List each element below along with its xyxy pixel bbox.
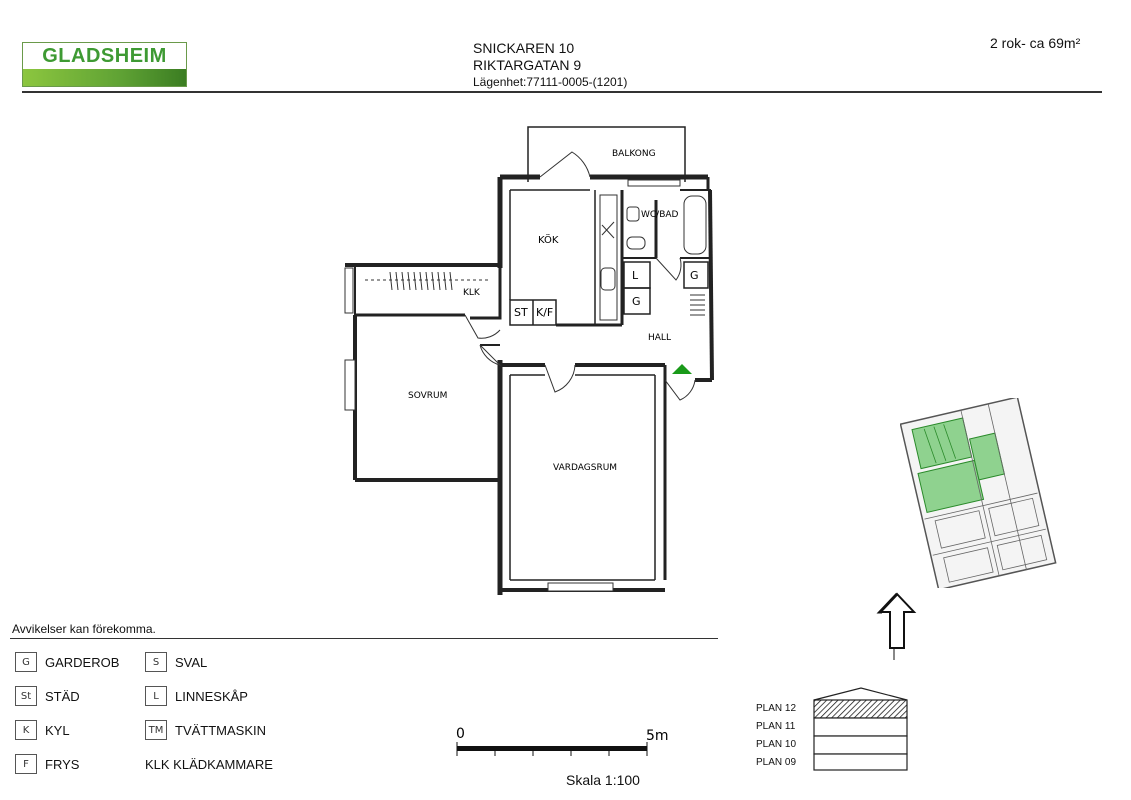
- fixture-label-st: ST: [514, 306, 528, 319]
- scale-end-label: 5m: [646, 728, 669, 744]
- room-label-hall: HALL: [648, 333, 671, 343]
- legend-item-frys: F FRYS: [15, 754, 79, 774]
- fixture-label-g2: G: [690, 269, 699, 282]
- legend-item-tvattmaskin: TM TVÄTTMASKIN: [145, 720, 266, 740]
- scale-label: Skala 1:100: [566, 772, 640, 788]
- plan-label-09: PLAN 09: [756, 757, 797, 768]
- legend-item-linneskap: L LINNESKÅP: [145, 686, 248, 706]
- legend-code-box: S: [145, 652, 167, 672]
- plan-label-11: PLAN 11: [756, 721, 796, 732]
- gladsheim-logo: GLADSHEIM: [22, 42, 187, 87]
- north-arrow-icon: [876, 592, 917, 660]
- legend-code-box: K: [15, 720, 37, 740]
- room-label-bathroom: WC/BAD: [641, 210, 679, 220]
- legend-item-stad: St STÄD: [15, 686, 80, 706]
- legend-item-kyl: K KYL: [15, 720, 70, 740]
- legend-item-sval: S SVAL: [145, 652, 207, 672]
- legend-item-klk: KLK KLÄDKAMMARE: [145, 756, 273, 772]
- room-label-walkin: KLK: [463, 288, 481, 298]
- apartment-size: 2 rok- ca 69m²: [990, 35, 1081, 51]
- room-label-kitchen: KÖK: [538, 233, 559, 246]
- scale-bar: 0 5m: [456, 726, 669, 756]
- street-address: RIKTARGATAN 9: [473, 57, 582, 73]
- room-label-bedroom: SOVRUM: [408, 391, 447, 401]
- fixture-label-l: L: [632, 269, 639, 282]
- fixture-label-kf: K/F: [536, 306, 553, 319]
- legend-code-box: L: [145, 686, 167, 706]
- legend-code-box: TM: [145, 720, 167, 740]
- room-label-balcony: BALKONG: [612, 149, 656, 159]
- key-plan: [900, 398, 1057, 588]
- legend-code-box: St: [15, 686, 37, 706]
- logo-text: GLADSHEIM: [42, 45, 167, 67]
- plan-label-10: PLAN 10: [756, 739, 797, 750]
- plan-label-12: PLAN 12: [756, 703, 797, 714]
- legend-divider: [10, 638, 718, 639]
- scale-start-label: 0: [456, 726, 465, 742]
- fixture-label-g1: G: [632, 295, 641, 308]
- legend-item-garderob: G GARDEROB: [15, 652, 119, 672]
- property-name: SNICKAREN 10: [473, 40, 575, 56]
- room-label-living: VARDAGSRUM: [553, 463, 617, 473]
- legend-code-box: G: [15, 652, 37, 672]
- deviation-notice: Avvikelser kan förekomma.: [12, 622, 156, 636]
- floor-stack-diagram: [813, 687, 908, 771]
- logo-green-band: [23, 69, 186, 86]
- header-divider: [22, 91, 1102, 93]
- apartment-number: Lägenhet:77111-0005-(1201): [473, 75, 628, 89]
- legend-code-box: F: [15, 754, 37, 774]
